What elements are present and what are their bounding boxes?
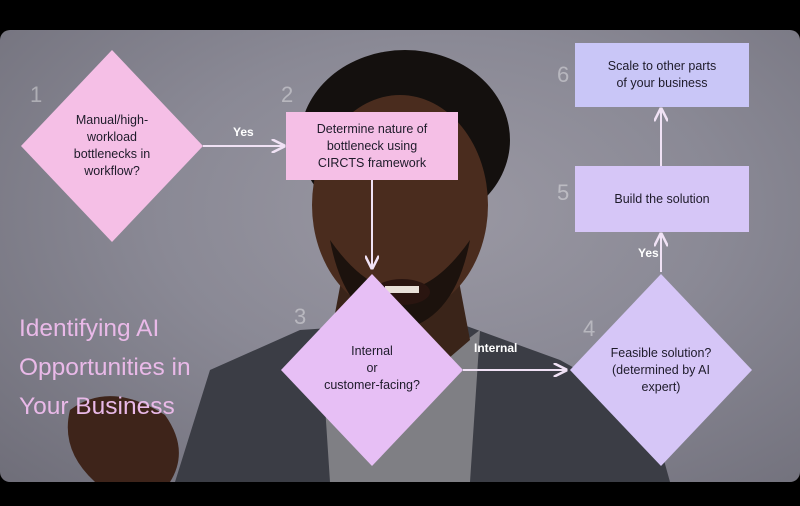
node-6-rect (575, 43, 749, 107)
node-3-diamond (281, 274, 463, 466)
node-6-label: Scale to other parts of your business (575, 43, 749, 107)
node-1-line-3: bottlenecks in (73, 147, 151, 161)
edge-label-internal: Internal (474, 341, 518, 355)
node-3-label: Internal or customer-facing? (302, 336, 442, 400)
step-number-4: 4 (583, 316, 596, 341)
node-5-line-1: Build the solution (614, 191, 710, 206)
edge-label-yes-1: Yes (233, 125, 254, 139)
title-line-2: Opportunities in (19, 354, 191, 381)
step-number-6: 6 (557, 62, 570, 87)
step-number-5: 5 (557, 180, 570, 205)
title-line-1: Identifying AI (19, 315, 160, 342)
node-1-line-4: workflow? (84, 164, 140, 178)
step-number-1: 1 (30, 82, 43, 107)
node-5-label: Build the solution (575, 166, 749, 232)
node-4-line-3: expert) (641, 379, 681, 394)
node-4-line-1: Feasible solution? (610, 345, 712, 360)
node-4-diamond (570, 274, 752, 466)
title-line-3: Your Business (19, 393, 175, 420)
node-3-line-3: customer-facing? (324, 377, 420, 392)
step-number-2: 2 (281, 82, 294, 107)
node-1-line-2: workload (86, 130, 138, 144)
node-1-diamond (21, 50, 203, 242)
edge-label-yes-2: Yes (638, 246, 659, 260)
node-1-label: Manual/high- workload bottlenecks in wor… (52, 104, 172, 188)
step-number-3: 3 (294, 304, 307, 329)
node-6-line-2: of your business (616, 76, 708, 90)
node-2-line-2: bottleneck using (326, 138, 418, 153)
node-2-label: Determine nature of bottleneck using CIR… (286, 112, 458, 180)
node-5-rect (575, 166, 749, 232)
node-2-rect (286, 112, 458, 180)
node-4-line-2: (determined by AI (612, 362, 710, 377)
node-2-line-3: CIRCTS framework (317, 155, 427, 170)
node-1-line-1: Manual/high- (75, 113, 149, 127)
node-3-line-2: or (366, 360, 378, 375)
node-6-line-1: Scale to other parts (607, 59, 717, 73)
node-3-line-1: Internal (351, 343, 393, 358)
node-4-label: Feasible solution? (determined by AI exp… (596, 338, 726, 402)
node-2-line-1: Determine nature of (316, 121, 428, 136)
